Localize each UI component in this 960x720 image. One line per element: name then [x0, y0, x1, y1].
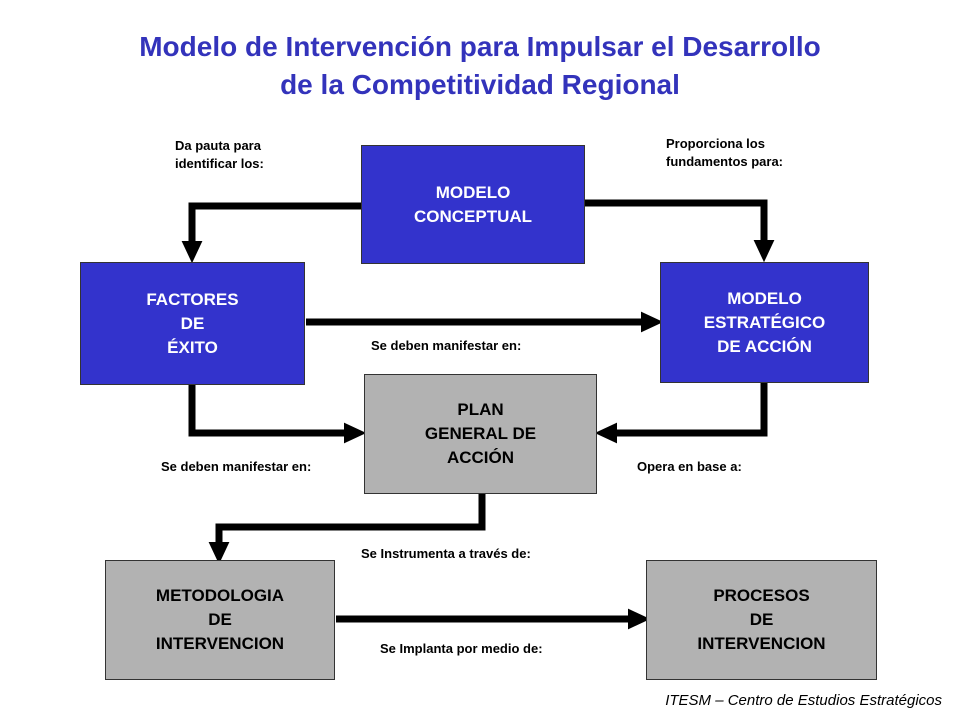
box-line: PROCESOS: [713, 586, 810, 605]
box-line: MODELO: [435, 182, 511, 202]
box-line: ESTRATÉGICO: [703, 312, 826, 332]
label-manifestar-left: Se deben manifestar en:: [161, 459, 312, 474]
arrow-conceptual-to-estrategico: [585, 199, 775, 263]
box-line: GENERAL DE: [424, 424, 537, 443]
label-instrumenta: Se Instrumenta a través de:: [361, 546, 531, 561]
arrow-plan-to-metodologia: [208, 494, 486, 565]
box-modelo-estrategico: MODELO ESTRATÉGICO DE ACCIÓN: [660, 262, 869, 383]
label-line: fundamentos para:: [666, 154, 784, 169]
box-procesos: PROCESOS DE INTERVENCION: [646, 560, 877, 680]
label-proporciona: Proporciona los fundamentos para:: [666, 135, 783, 171]
label-line: Proporciona los: [666, 136, 765, 151]
box-line: PLAN: [457, 400, 504, 419]
footer-credit: ITESM – Centro de Estudios Estratégicos: [665, 692, 942, 709]
label-implanta: Se Implanta por medio de:: [380, 641, 543, 656]
label-line: Da pauta para: [175, 138, 261, 153]
box-line: FACTORES: [146, 289, 239, 309]
box-metodologia: METODOLOGIA DE INTERVENCION: [105, 560, 335, 680]
label-da-pauta: Da pauta para identificar los:: [175, 137, 264, 173]
label-manifestar-top: Se deben manifestar en:: [371, 338, 522, 353]
arrow-conceptual-to-factores: [181, 202, 361, 264]
label-opera: Opera en base a:: [637, 459, 742, 474]
arrow-factores-to-plan: [188, 385, 367, 444]
box-line: DE: [208, 610, 232, 629]
title-line-2: de la Competitividad Regional: [280, 69, 680, 100]
arrow-estrategico-to-plan: [594, 383, 768, 444]
title-line-1: Modelo de Intervención para Impulsar el …: [139, 31, 821, 62]
box-line: INTERVENCION: [155, 634, 285, 653]
label-line: identificar los:: [175, 156, 264, 171]
box-line: MODELO: [727, 288, 802, 308]
box-line: METODOLOGIA: [155, 586, 285, 605]
box-line: DE ACCIÓN: [717, 336, 812, 356]
box-line: CONCEPTUAL: [413, 206, 533, 226]
box-line: DE: [749, 610, 774, 629]
box-line: INTERVENCION: [697, 634, 826, 653]
box-line: ACCIÓN: [446, 448, 515, 467]
box-line: DE: [180, 313, 205, 333]
diagram-title: Modelo de Intervención para Impulsar el …: [0, 28, 960, 104]
box-plan-general: PLAN GENERAL DE ACCIÓN: [364, 374, 597, 494]
box-factores-exito: FACTORES DE ÉXITO: [80, 262, 305, 385]
box-modelo-conceptual: MODELO CONCEPTUAL: [361, 145, 585, 264]
box-line: ÉXITO: [167, 337, 218, 357]
